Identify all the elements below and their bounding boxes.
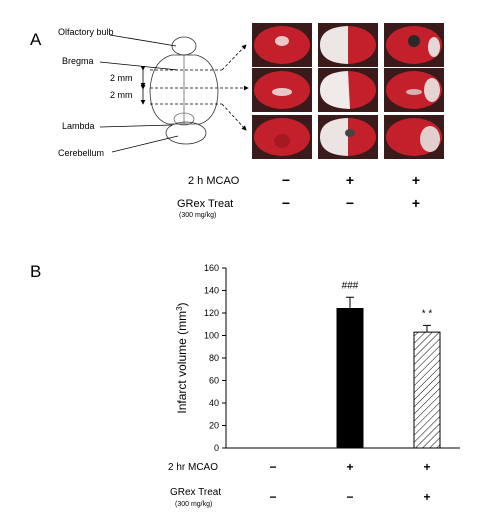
label-cerebellum: Cerebellum: [58, 148, 105, 158]
panel-b-row1-sign1: −: [269, 460, 277, 474]
infarct-volume-chart: 0 20 40 60 80 100 120 140 160 ### * * Infarct vol…: [175, 263, 460, 453]
panel-a-row2-label: GRex Treat: [177, 198, 234, 210]
label-olfactory-bulb: Olfactory bulb: [58, 27, 114, 37]
panel-b-row1-sign3: +: [423, 460, 431, 474]
cerebrum-shape: [149, 54, 219, 125]
label-2mm-top: 2 mm: [110, 73, 133, 83]
panel-a-row1-sign2: +: [345, 172, 355, 188]
slice-mcao-2: [318, 68, 378, 112]
slice-grex-1: [384, 23, 444, 67]
y-tick-label: 20: [209, 421, 219, 431]
slice-grex-2: [384, 68, 444, 112]
y-tick-label: 100: [204, 331, 219, 341]
y-tick-label: 80: [209, 353, 219, 363]
slice-sham-1: [252, 23, 312, 67]
panel-a-row1-sign3: +: [411, 172, 421, 188]
bar-3: [413, 331, 441, 449]
panel-b-row2-label: GRex Treat: [170, 487, 222, 498]
panel-a-letter: A: [30, 30, 42, 49]
panel-b-row1-label: 2 hr MCAO: [168, 462, 219, 473]
panel-b-row2-sign1: −: [269, 490, 277, 504]
y-axis-label: Infarct volume (mm3): [175, 302, 190, 413]
panel-b-row2-sign2: −: [346, 490, 354, 504]
panel-b-row1-sign2: +: [346, 460, 354, 474]
panel-a-row2-sign1: −: [281, 195, 291, 211]
panel-b-row2-sublabel: (300 mg/kg): [175, 501, 213, 508]
label-2mm-bottom: 2 mm: [110, 90, 133, 100]
y-tick-label: 120: [204, 308, 219, 318]
panel-a-row1-sign1: −: [281, 172, 291, 188]
y-tick-label: 140: [204, 286, 219, 296]
y-tick-label: 160: [204, 263, 219, 273]
bar-2: [336, 308, 364, 449]
panel-a-row2-sublabel: (300 mg/kg): [179, 212, 217, 219]
slice-mcao-3: [318, 115, 378, 159]
panel-a-row2-sign2: −: [345, 195, 355, 211]
cerebellum-shape: [165, 121, 207, 145]
brain-schematic: [99, 34, 249, 153]
y-tick-label: 40: [209, 398, 219, 408]
significance-label-3: * *: [422, 308, 433, 319]
slice-sham-3: [252, 115, 312, 159]
slice-grex-3: [384, 115, 444, 159]
panel-a-row2-sign3: +: [411, 195, 421, 211]
panel-b-letter: B: [30, 262, 42, 281]
slice-mcao-1: [318, 23, 378, 67]
y-tick-label: 60: [209, 376, 219, 386]
label-lambda: Lambda: [62, 121, 95, 131]
y-tick-label: 0: [214, 443, 219, 453]
slice-sham-2: [252, 68, 312, 112]
significance-label-2: ###: [342, 280, 359, 291]
panel-b-row2-sign3: +: [423, 490, 431, 504]
label-bregma: Bregma: [62, 56, 94, 66]
panel-a-row1-label: 2 h MCAO: [188, 175, 240, 187]
